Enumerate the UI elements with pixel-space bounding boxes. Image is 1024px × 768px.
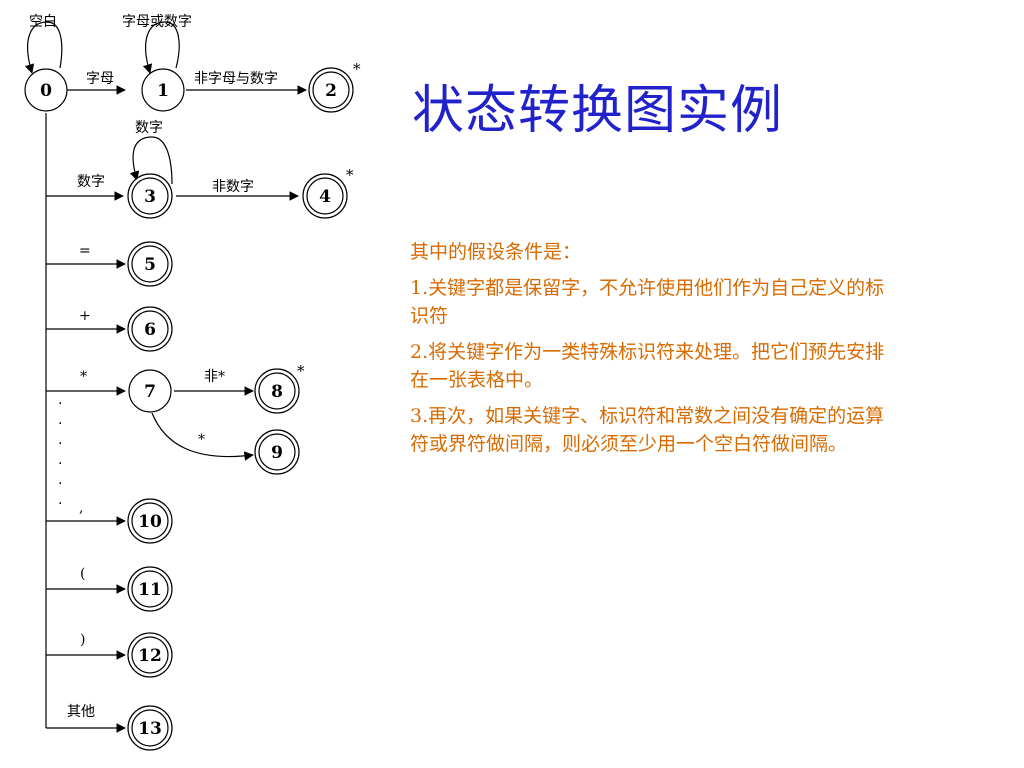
- assumption-item: 3.再次，如果关键字、标识符和常数之间没有确定的运算符或界符做间隔，则必须至少用…: [410, 405, 885, 455]
- svg-text:2: 2: [325, 81, 337, 101]
- svg-text:6: 6: [144, 320, 156, 340]
- state-6: 6: [127, 306, 173, 352]
- state-12: 12: [127, 632, 173, 678]
- svg-text:3: 3: [144, 187, 156, 207]
- svg-text:13: 13: [138, 719, 162, 739]
- edge-1-1-loop: [142, 21, 180, 74]
- assumptions-heading: 其中的假设条件是：: [410, 241, 582, 263]
- edge-label-0-3: 数字: [77, 174, 105, 190]
- svg-text:7: 7: [144, 382, 156, 402]
- edge-label-1-1: 字母或数字: [122, 14, 192, 30]
- svg-text:·: ·: [58, 396, 62, 412]
- state-13: 13: [127, 705, 173, 751]
- state-5: 5: [127, 241, 173, 287]
- edge-label-0-0: 空白: [29, 14, 57, 30]
- edge-label-0-5: =: [79, 243, 91, 259]
- slide-title: 状态转换图实例: [412, 81, 784, 141]
- assumption-item: 2.将关键字作为一类特殊标识符来处理。把它们预先安排在一张表格中。: [410, 341, 885, 391]
- svg-text:·: ·: [58, 496, 62, 512]
- edge-label-0-10: ,: [79, 500, 83, 516]
- edge-label-7-9: *: [198, 432, 205, 448]
- edge-label-0-1: 字母: [86, 71, 114, 87]
- svg-text:12: 12: [138, 646, 162, 666]
- edge-label-7-8: 非*: [204, 369, 225, 385]
- assumptions-text: 其中的假设条件是： 1.关键字都是保留字，不允许使用他们作为自己定义的标识符 2…: [410, 238, 900, 466]
- edge-label-3-3: 数字: [135, 120, 163, 136]
- state-8: 8 *: [254, 362, 305, 414]
- edge-label-0-7: *: [80, 369, 87, 385]
- svg-text:4: 4: [319, 187, 331, 207]
- svg-text:·: ·: [58, 416, 62, 432]
- edge-label-0-6: +: [79, 308, 91, 324]
- assumption-item: 1.关键字都是保留字，不允许使用他们作为自己定义的标识符: [410, 277, 885, 327]
- state-4: 4 *: [302, 166, 354, 219]
- state-11: 11: [127, 566, 173, 612]
- svg-text:1: 1: [157, 81, 169, 101]
- svg-text:9: 9: [271, 443, 283, 463]
- svg-text:8: 8: [271, 382, 283, 402]
- svg-text:0: 0: [40, 81, 52, 101]
- svg-text:5: 5: [144, 255, 156, 275]
- ellipsis-dots: · · · · · ·: [58, 396, 62, 512]
- svg-text:·: ·: [58, 476, 62, 492]
- svg-text:·: ·: [58, 456, 62, 472]
- edge-label-3-4: 非数字: [212, 179, 254, 195]
- edge-label-0-13: 其他: [67, 704, 95, 720]
- star-marker-4: *: [346, 166, 354, 184]
- edge-label-0-12: ): [80, 632, 85, 648]
- state-3: 3: [127, 173, 173, 219]
- state-9: 9: [254, 429, 300, 475]
- edge-label-1-2: 非字母与数字: [194, 71, 278, 87]
- svg-text:10: 10: [138, 512, 162, 532]
- edge-7-9: [151, 412, 254, 461]
- state-transition-diagram: 空白 字母或数字 数字 字母 非字母与数字 数字 非数字 = + * 非* * …: [24, 14, 361, 751]
- star-marker-8: *: [297, 362, 305, 380]
- edge-label-0-11: (: [80, 566, 85, 582]
- state-10: 10: [127, 498, 173, 544]
- state-2: 2 *: [308, 60, 361, 113]
- state-0: 0: [24, 68, 68, 112]
- svg-text:·: ·: [58, 436, 62, 452]
- edge-0-0-loop: [24, 21, 63, 74]
- state-1: 1: [141, 68, 185, 112]
- star-marker-2: *: [353, 60, 361, 78]
- svg-text:11: 11: [138, 580, 162, 600]
- edge-3-3-loop: [129, 136, 173, 185]
- state-7: 7: [128, 369, 172, 413]
